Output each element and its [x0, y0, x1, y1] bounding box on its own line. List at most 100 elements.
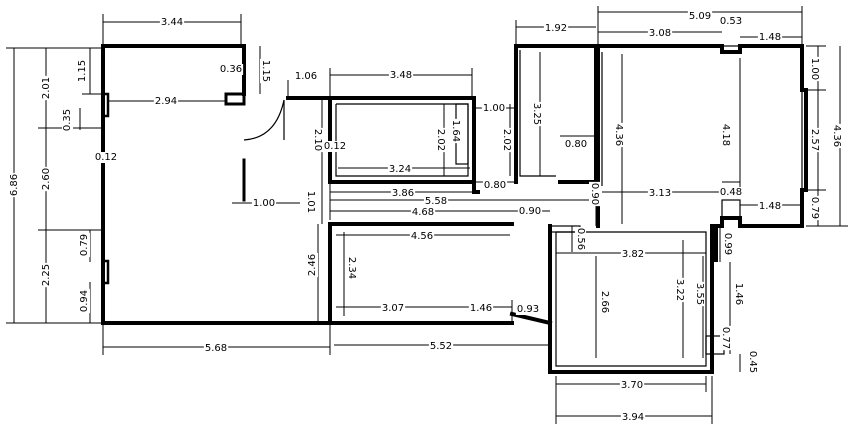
- dim-label: 1.48: [759, 32, 781, 43]
- walls: [101, 44, 808, 374]
- dim-label-bg: [159, 17, 185, 28]
- dim-label-bg: [387, 164, 413, 175]
- dim-label-bg: [694, 281, 705, 307]
- dim-label-bg: [809, 56, 820, 82]
- dim-label: 0.79: [809, 197, 820, 219]
- dim-label: 3.86: [392, 188, 414, 199]
- dim-label-bg: [718, 187, 744, 198]
- dim-label-bg: [809, 127, 820, 153]
- door-swing: [243, 99, 285, 141]
- dim-label: 0.90: [589, 183, 600, 205]
- dim-label: 6.86: [9, 174, 20, 196]
- dim-label: 0.45: [747, 351, 758, 373]
- dim-label: 0.77: [720, 327, 731, 349]
- dim-label-bg: [563, 139, 589, 150]
- dim-label-bg: [757, 32, 783, 43]
- dim-label-bg: [79, 232, 90, 258]
- dim-label: 4.36: [831, 125, 842, 147]
- dim-label-bg: [260, 58, 271, 84]
- dim-label-bg: [203, 343, 229, 354]
- wall-stair-room: [514, 44, 598, 184]
- dim-label: 0.80: [484, 180, 506, 191]
- dim-label-bg: [62, 107, 73, 133]
- dim-label-bg: [647, 28, 673, 39]
- dim-label-bg: [481, 103, 507, 114]
- dimension-labels: 3.44 5.09 0.53 1.92 3.08 1.48 6.86 2.01 …: [9, 11, 842, 423]
- dim-label: 0.80: [565, 139, 587, 150]
- dim-label-bg: [307, 252, 318, 278]
- dim-label-bg: [41, 262, 52, 288]
- dim-label: 0.12: [324, 141, 346, 152]
- dim-label-bg: [647, 188, 673, 199]
- dim-label-bg: [619, 380, 645, 391]
- dim-label-bg: [674, 277, 685, 303]
- dim-label-bg: [380, 303, 406, 314]
- dim-label: 1.15: [260, 60, 271, 82]
- dim-label-bg: [410, 207, 436, 218]
- dim-label-bg: [531, 101, 542, 127]
- dim-label-bg: [589, 181, 600, 207]
- wall-left-room-top: [101, 44, 332, 325]
- dim-label-bg: [79, 288, 90, 314]
- dim-label-bg: [747, 349, 758, 375]
- wall-right-top-room: [594, 44, 808, 228]
- dim-label: 1.01: [305, 191, 316, 213]
- wall-left-room-notch: [224, 92, 246, 106]
- dim-label-bg: [41, 166, 52, 192]
- dim-label-bg: [831, 123, 842, 149]
- dim-label: 1.15: [77, 60, 88, 82]
- dim-label-bg: [613, 122, 624, 148]
- dim-label-bg: [517, 206, 543, 217]
- dim-label-bg: [41, 75, 52, 101]
- dim-label: 2.57: [809, 129, 820, 151]
- dim-label-bg: [720, 122, 731, 148]
- dim-label: 1.00: [483, 103, 505, 114]
- dim-label-bg: [575, 226, 586, 252]
- wall-right-bottom-notch: [721, 199, 741, 219]
- dim-label-bg: [153, 96, 179, 107]
- wall-right-window-jamb: [801, 89, 807, 191]
- dim-label-bg: [305, 189, 316, 215]
- wall-small-hall: [472, 180, 480, 194]
- dim-label: 1.00: [809, 58, 820, 80]
- dim-label: 4.56: [411, 231, 433, 242]
- wall-right-top-notch: [721, 45, 741, 53]
- dim-label-bg: [218, 64, 244, 75]
- dim-label: 4.18: [720, 124, 731, 146]
- dim-label-bg: [428, 341, 454, 352]
- dim-label-bg: [423, 196, 449, 207]
- dim-label: 1.46: [470, 303, 492, 314]
- dim-label: 2.46: [307, 254, 318, 276]
- dim-label: 1.92: [545, 23, 567, 34]
- dim-label-bg: [409, 231, 435, 242]
- dim-label: 3.82: [622, 249, 644, 260]
- dim-label-bg: [312, 127, 323, 153]
- dim-label: 0.12: [95, 152, 117, 163]
- dim-label-bg: [390, 188, 416, 199]
- dim-label: 4.36: [613, 124, 624, 146]
- dim-label-bg: [293, 71, 319, 82]
- dim-label: 2.02: [435, 129, 446, 151]
- dim-label-bg: [809, 195, 820, 221]
- dim-label: 3.13: [649, 188, 671, 199]
- dim-label: 3.48: [390, 70, 412, 81]
- dim-label-bg: [450, 118, 461, 144]
- dim-label-bg: [720, 325, 731, 351]
- dim-label-bg: [620, 412, 646, 423]
- dim-label-bg: [733, 281, 744, 307]
- wall-left-jamb-2: [101, 259, 110, 285]
- dim-label-bg: [501, 127, 512, 153]
- dim-label-bg: [543, 23, 569, 34]
- dim-label-bg: [468, 303, 494, 314]
- wall-corridor-gap: [509, 311, 553, 326]
- wall-left-jamb-1: [101, 92, 110, 118]
- dim-label-bg: [435, 127, 446, 153]
- dim-label: 2.94: [155, 96, 177, 107]
- dim-label: 5.09: [689, 11, 711, 22]
- dim-label-bg: [9, 172, 20, 198]
- wall-lower-right-ext: [710, 224, 718, 262]
- dim-label: 4.68: [412, 207, 434, 218]
- wall-stair-inner: [519, 50, 556, 177]
- dim-label: 2.66: [599, 291, 610, 313]
